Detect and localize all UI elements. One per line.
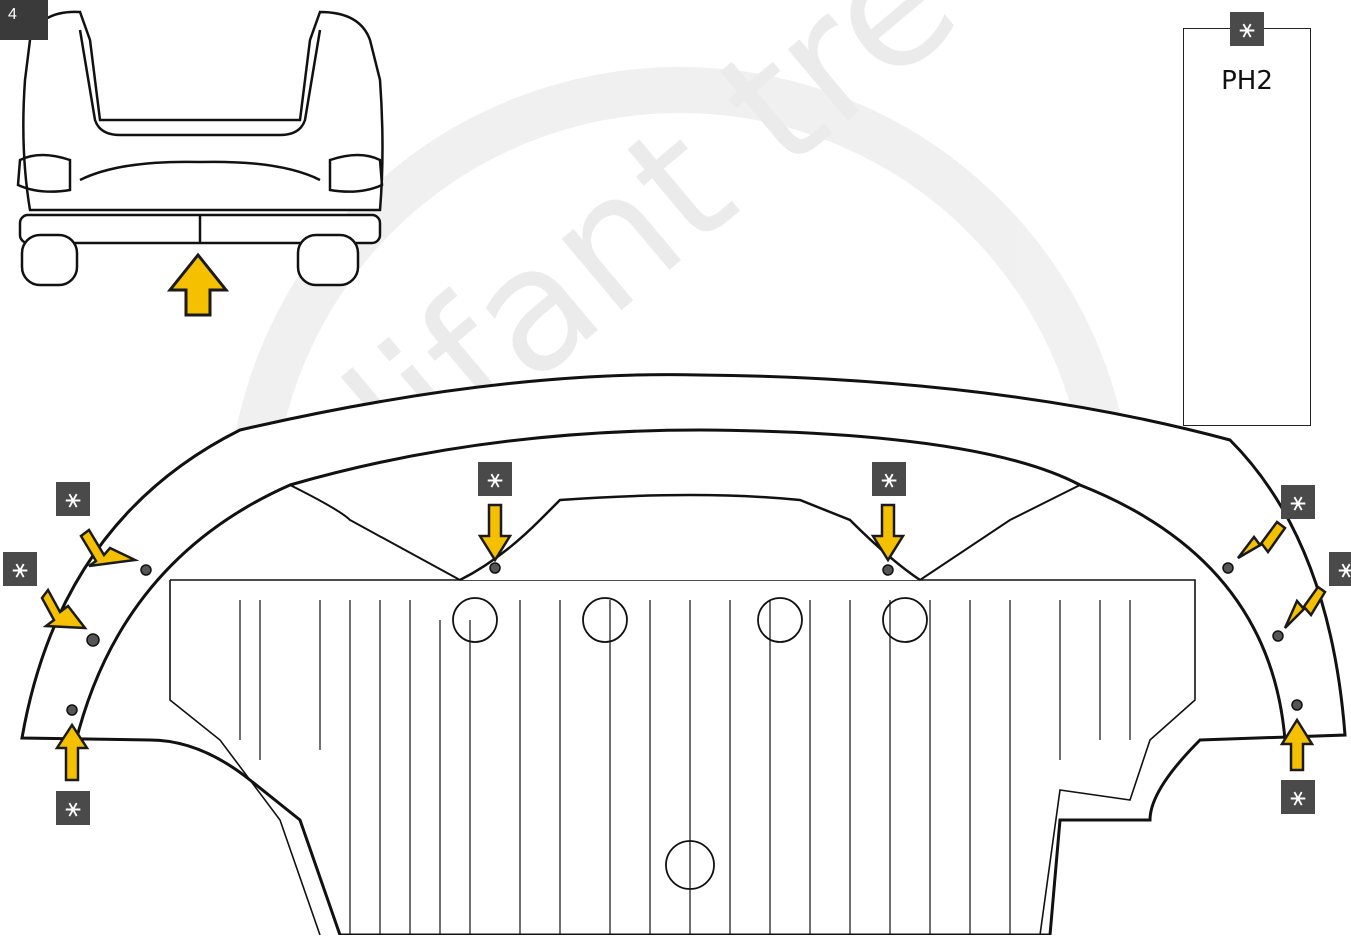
marker-center-left: ⚹ [478, 462, 512, 496]
arrow-icon [1237, 520, 1287, 560]
step-number-badge: 4 [0, 0, 48, 40]
step-number: 4 [8, 6, 17, 23]
marker-right-middle: ⚹ [1329, 552, 1351, 586]
tool-panel [1183, 28, 1311, 426]
marker-left-middle: ⚹ [3, 552, 37, 586]
tool-name: PH2 [1221, 66, 1273, 96]
arrow-icon [40, 587, 88, 630]
marker-top-tool: ⚹ [1230, 12, 1264, 46]
marker-left-lower: ⚹ [56, 791, 90, 825]
arrow-icon [1283, 585, 1327, 629]
arrow-icon [870, 503, 906, 563]
arrow-icon [1279, 717, 1315, 772]
marker-right-upper: ⚹ [1281, 485, 1315, 519]
car-rear-view [16, 10, 384, 317]
underbody-panel [20, 373, 1347, 937]
arrow-icon [166, 252, 230, 317]
arrow-icon [54, 722, 90, 782]
arrow-icon [477, 503, 513, 563]
fastener-points [66, 562, 1303, 716]
marker-right-lower: ⚹ [1281, 780, 1315, 814]
marker-left-upper: ⚹ [56, 482, 90, 516]
direction-arrows [40, 503, 1327, 782]
marker-center-right: ⚹ [872, 462, 906, 496]
arrow-icon [79, 528, 140, 568]
